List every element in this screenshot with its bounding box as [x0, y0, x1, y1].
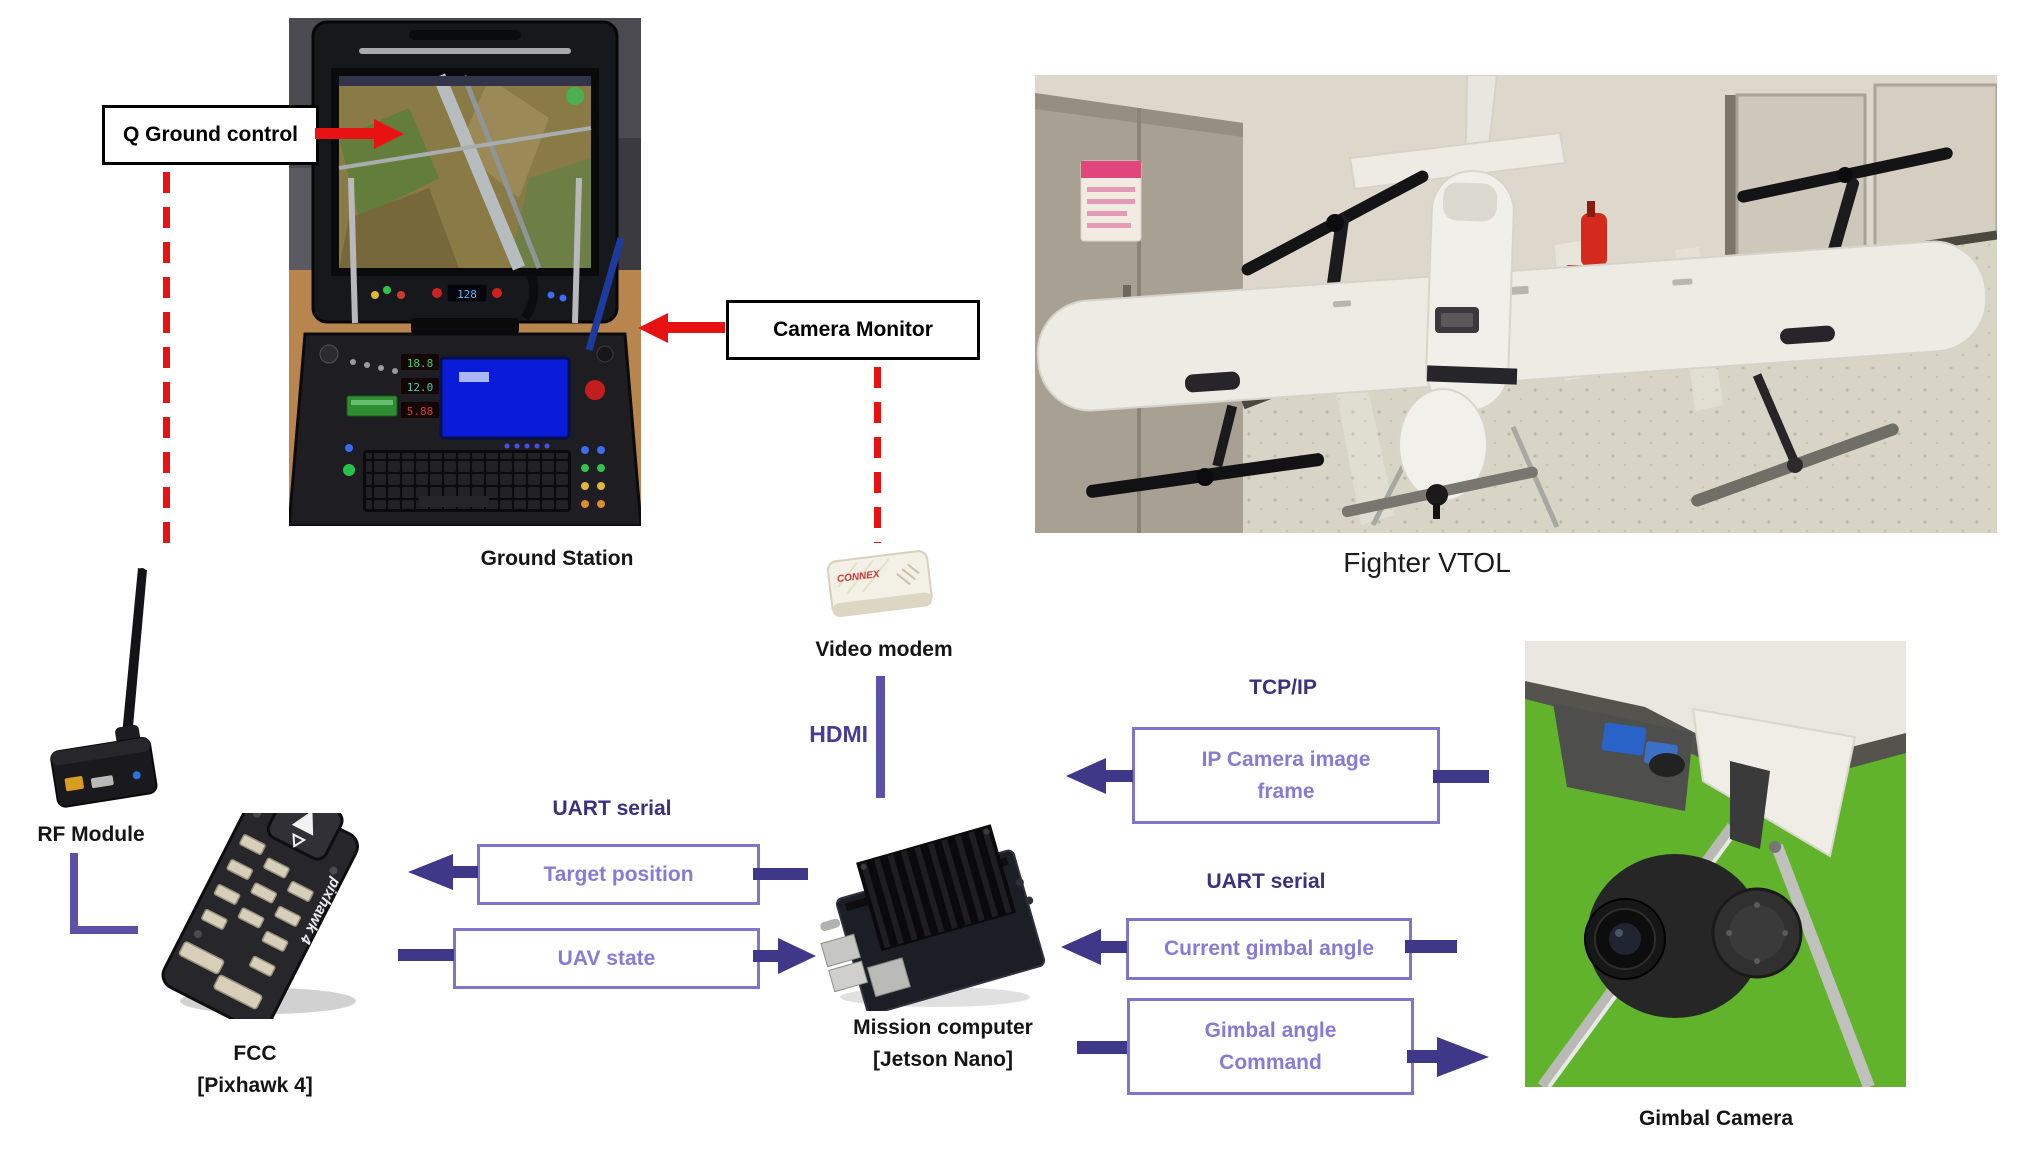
jetson-nano-illustration	[820, 824, 1046, 1011]
gimbal-angle-command-label-line1: Gimbal angle	[1204, 1019, 1337, 1042]
q-ground-control-arrow-shaft	[315, 128, 375, 139]
rf-module-photo	[46, 568, 166, 812]
current-gimbal-angle-stub	[1405, 940, 1457, 953]
current-gimbal-angle-arrow-shaft	[1099, 941, 1127, 953]
target-position-arrowhead-icon	[408, 854, 453, 890]
q-ground-control-dashed-line	[163, 172, 170, 546]
jetson-nano-photo	[815, 815, 1055, 1011]
hdmi-label: HDMI	[809, 721, 868, 747]
ip-camera-frame-box: IP Camera image frame	[1132, 727, 1440, 824]
rf-module-illustration	[50, 568, 158, 808]
gs-display-3: 5.88	[407, 405, 434, 418]
fcc-pixhawk-illustration: pixhawk 4	[161, 813, 359, 1019]
fighter-vtol-illustration	[1035, 75, 1997, 533]
uav-state-arrowhead-icon	[778, 938, 816, 974]
fcc-pixhawk-photo: pixhawk 4	[148, 813, 380, 1019]
video-modem-photo: CONNEX	[824, 544, 936, 626]
uav-state-box: UAV state	[453, 928, 760, 989]
gs-camera-screen	[439, 356, 571, 449]
q-ground-control-callout: Q Ground control	[102, 105, 319, 165]
camera-monitor-arrow-shaft	[667, 322, 725, 333]
gs-map-screen	[338, 73, 592, 271]
vtol-aircraft	[1036, 75, 1988, 529]
gs-top-display-value: 128	[457, 288, 477, 301]
rf-module-caption: RF Module	[37, 823, 145, 846]
rf-fcc-connector-vertical	[70, 853, 78, 934]
camera-monitor-label: Camera Monitor	[773, 318, 933, 341]
ground-station-illustration: 128 18.8 12.0	[289, 18, 641, 526]
current-gimbal-angle-arrowhead-icon	[1061, 929, 1101, 965]
fcc-caption-line1: FCC	[233, 1042, 277, 1065]
mission-computer-caption-line1: Mission computer	[853, 1016, 1033, 1039]
gimbal-camera-illustration	[1525, 641, 1906, 1087]
gimbal-angle-command-stub	[1077, 1041, 1127, 1054]
fighter-vtol-photo	[1035, 75, 1997, 533]
ground-station-photo: 128 18.8 12.0	[289, 18, 641, 526]
gimbal-angle-command-arrow-shaft	[1407, 1050, 1439, 1063]
video-modem-brand-text: CONNEX	[836, 569, 881, 585]
video-modem-illustration: CONNEX	[826, 550, 933, 618]
ip-camera-frame-label-line1: IP Camera image	[1201, 748, 1371, 771]
current-gimbal-angle-label: Current gimbal angle	[1163, 937, 1375, 961]
gs-led-columns	[343, 444, 605, 508]
camera-monitor-dashed-line	[874, 367, 881, 543]
uart-serial-gimbal-label: UART serial	[1206, 870, 1326, 893]
camera-monitor-arrowhead-icon	[638, 313, 668, 343]
fighter-vtol-caption: Fighter VTOL	[1343, 547, 1511, 578]
uav-state-stub	[398, 949, 454, 961]
q-ground-control-arrowhead-icon	[374, 119, 404, 149]
ip-camera-stub	[1433, 770, 1489, 783]
rf-fcc-connector-horizontal	[70, 926, 138, 934]
gs-lid-display: 128	[371, 283, 567, 303]
uart-serial-fcc-label: UART serial	[552, 797, 672, 820]
target-position-stub	[753, 868, 808, 880]
gimbal-angle-command-arrowhead-icon	[1437, 1037, 1489, 1077]
gimbal-ball	[1584, 761, 1803, 1018]
ip-camera-frame-label-line2: frame	[1257, 779, 1315, 803]
uav-state-arrow-shaft	[753, 950, 779, 962]
gs-display-2: 12.0	[407, 381, 434, 394]
gs-instrument-panel: 18.8 12.0 5.88	[319, 237, 625, 418]
fcc-caption-line2: [Pixhawk 4]	[197, 1074, 313, 1097]
target-position-label: Target position	[543, 862, 694, 886]
target-position-arrow-shaft	[450, 866, 478, 878]
q-ground-control-label: Q Ground control	[123, 123, 298, 146]
target-position-box: Target position	[477, 844, 760, 905]
camera-monitor-callout: Camera Monitor	[726, 300, 980, 360]
ground-station-caption: Ground Station	[480, 547, 634, 570]
ip-camera-arrow-shaft	[1104, 770, 1133, 782]
current-gimbal-angle-box: Current gimbal angle	[1126, 918, 1412, 980]
gimbal-angle-command-label-line2: Command	[1219, 1050, 1322, 1074]
video-modem-caption: Video modem	[815, 638, 953, 661]
gimbal-angle-command-box: Gimbal angle Command	[1127, 998, 1414, 1095]
hdmi-connector-line	[876, 676, 885, 798]
gs-display-1: 18.8	[407, 357, 434, 370]
mission-computer-caption-line2: [Jetson Nano]	[872, 1048, 1013, 1071]
gimbal-camera-photo	[1525, 641, 1906, 1087]
ip-camera-arrowhead-icon	[1066, 758, 1106, 794]
gs-keyboard	[363, 450, 571, 512]
tcp-ip-label: TCP/IP	[1249, 676, 1317, 699]
gimbal-camera-caption: Gimbal Camera	[1638, 1107, 1794, 1130]
uav-state-label: UAV state	[557, 946, 656, 970]
